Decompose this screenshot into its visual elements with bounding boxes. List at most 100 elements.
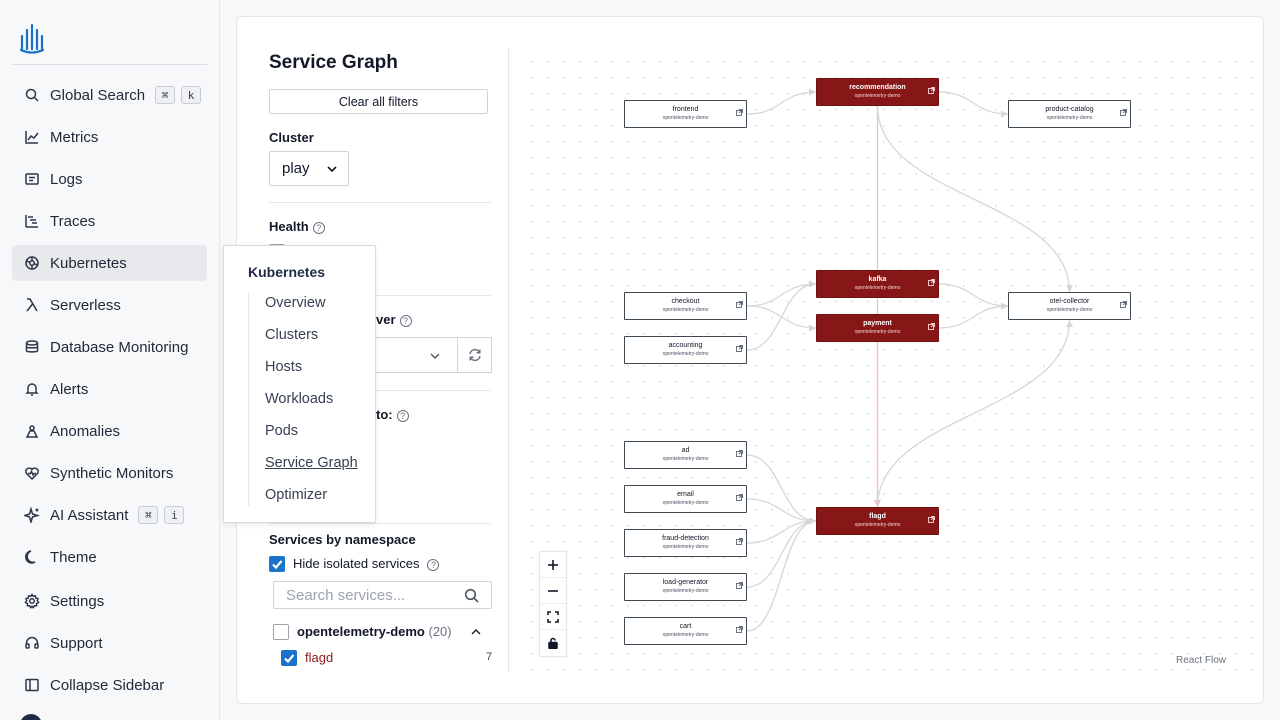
edge-ad-flagd [746, 454, 817, 522]
submenu-item-clusters[interactable]: Clusters [265, 327, 319, 343]
node-name: ad [681, 447, 690, 454]
sidebar-item-anomalies[interactable]: Anomalies [12, 413, 207, 449]
node-name: otel-collector [1049, 298, 1090, 305]
external-link-icon[interactable] [736, 339, 743, 352]
external-link-icon[interactable] [736, 103, 743, 116]
edge-arrow [809, 324, 816, 332]
zoom-out-button[interactable] [540, 578, 566, 604]
service-checkbox[interactable] [281, 650, 297, 666]
react-flow-attribution[interactable]: React Flow [1176, 655, 1227, 666]
help-icon[interactable]: ? [396, 409, 409, 422]
node-name: payment [863, 320, 892, 327]
sidebar-item-label: Alerts [50, 380, 89, 398]
fit-view-button[interactable] [540, 604, 566, 630]
external-link-icon[interactable] [1120, 295, 1127, 308]
sidebar-item-logs[interactable]: Logs [12, 161, 207, 197]
sidebar: Global Search ⌘ k Metrics Logs Traces Ku… [0, 0, 220, 720]
external-link-icon[interactable] [736, 620, 743, 633]
zoom-in-icon [548, 559, 558, 570]
external-link-icon[interactable] [928, 510, 935, 523]
chevron-up-icon[interactable] [470, 626, 482, 638]
sidebar-item-collapse[interactable]: Collapse Sidebar [12, 667, 207, 703]
namespace-row[interactable]: opentelemetry-demo (20) [297, 624, 452, 639]
node-namespace: opentelemetry-demo [854, 93, 901, 99]
chevron-down-icon [327, 166, 337, 173]
external-link-icon[interactable] [928, 81, 935, 94]
search-icon [464, 588, 479, 603]
search-input[interactable] [286, 586, 456, 604]
edge-checkout-kafka [746, 283, 817, 307]
zoom-in-button[interactable] [540, 552, 566, 578]
sidebar-item-kubernetes[interactable]: Kubernetes [12, 245, 207, 281]
external-link-icon[interactable] [928, 317, 935, 330]
sidebar-item-theme[interactable]: Theme [12, 539, 207, 575]
lock-button[interactable] [540, 630, 566, 656]
namespace-count: (20) [428, 624, 452, 639]
sidebar-item-serverless[interactable]: Serverless [12, 287, 207, 323]
sidebar-item-label: Global Search [50, 86, 146, 104]
external-link-icon[interactable] [928, 273, 935, 286]
sidebar-item-ai-assistant[interactable]: AI Assistant ⌘ i [12, 497, 207, 533]
edge-payment-otel-collector [938, 305, 1009, 329]
sidebar-item-metrics[interactable]: Metrics [12, 119, 207, 155]
external-link-icon[interactable] [736, 444, 743, 457]
hide-isolated-label: Hide isolated services? [293, 556, 440, 571]
submenu-item-pods[interactable]: Pods [265, 423, 299, 439]
cluster-label: Cluster [269, 130, 314, 145]
service-search[interactable] [273, 581, 492, 609]
sidebar-item-database-monitoring[interactable]: Database Monitoring [12, 329, 207, 365]
sidebar-item-support[interactable]: Support [12, 625, 207, 661]
node-namespace: opentelemetry-demo [662, 632, 709, 638]
sparkle-icon [24, 507, 40, 523]
refresh-button[interactable] [457, 337, 492, 373]
sidebar-item-synthetic-monitors[interactable]: Synthetic Monitors [12, 455, 207, 491]
namespace-checkbox[interactable] [273, 624, 289, 640]
submenu-item-hosts[interactable]: Hosts [265, 359, 303, 375]
submenu-item-optimizer[interactable]: Optimizer [265, 487, 328, 503]
bell-icon [24, 381, 40, 397]
sidebar-item-global-search[interactable]: Global Search ⌘ k [12, 77, 207, 113]
external-link-icon[interactable] [736, 576, 743, 589]
kubernetes-icon [24, 255, 40, 271]
external-link-icon[interactable] [1120, 103, 1127, 116]
sidebar-item-alerts[interactable]: Alerts [12, 371, 207, 407]
edge-load-generator-flagd [746, 520, 817, 588]
submenu-item-overview[interactable]: Overview [265, 295, 326, 311]
external-link-icon[interactable] [736, 532, 743, 545]
cluster-select[interactable]: play [269, 151, 349, 186]
clear-filters-button[interactable]: Clear all filters [269, 89, 488, 114]
check-icon [272, 560, 283, 570]
external-link-icon[interactable] [736, 488, 743, 501]
help-icon[interactable]: ? [312, 221, 325, 234]
sidebar-item-settings[interactable]: Settings [12, 583, 207, 619]
avatar[interactable] [20, 714, 42, 720]
hide-isolated-checkbox[interactable] [269, 556, 285, 572]
submenu-item-workloads[interactable]: Workloads [265, 391, 334, 407]
logo-icon[interactable] [18, 22, 46, 54]
external-link-icon[interactable] [736, 295, 743, 308]
help-icon[interactable]: ? [427, 558, 440, 571]
shortcut-key: k [181, 86, 202, 104]
node-namespace: opentelemetry-demo [854, 522, 901, 528]
submenu-item-service-graph[interactable]: Service Graph [265, 455, 358, 471]
edge-arrow [1001, 302, 1008, 310]
sidebar-item-traces[interactable]: Traces [12, 203, 207, 239]
help-icon[interactable]: ? [399, 314, 412, 327]
kubernetes-submenu: Kubernetes Overview Clusters Hosts Workl… [223, 245, 376, 523]
collapse-icon [24, 677, 40, 693]
